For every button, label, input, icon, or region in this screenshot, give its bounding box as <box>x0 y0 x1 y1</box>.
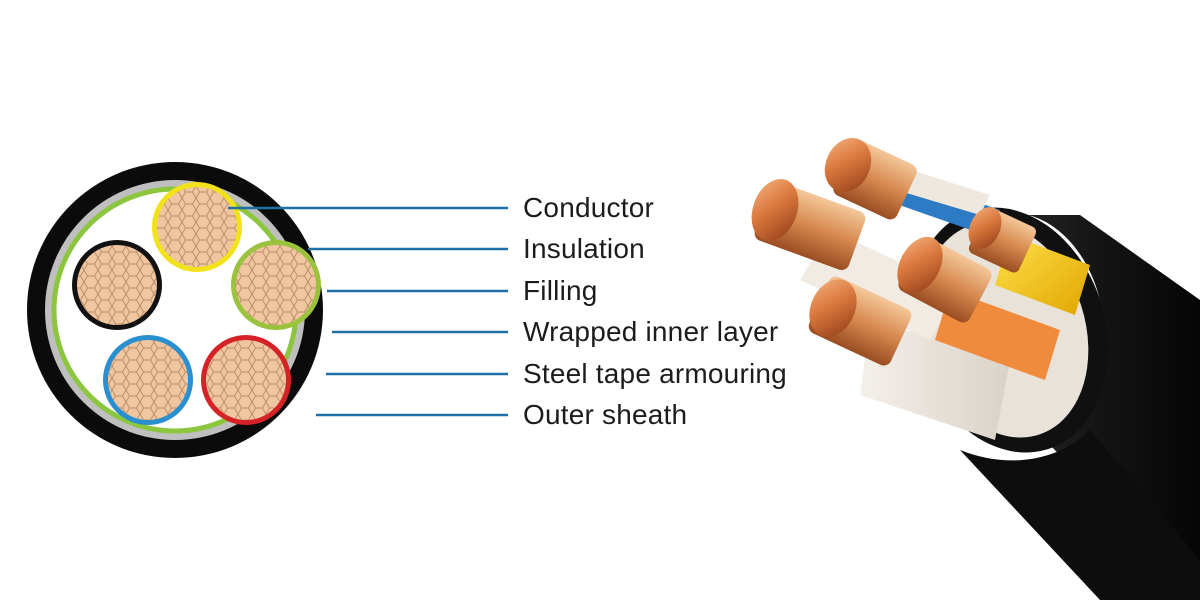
label-conductor: Conductor <box>523 192 654 223</box>
copper-strands <box>751 137 1036 366</box>
label-filling: Filling <box>523 275 598 306</box>
core-conductor-strands <box>206 340 286 420</box>
core-conductor-strands <box>77 245 157 325</box>
label-steel-tape-armouring: Steel tape armouring <box>523 358 787 389</box>
leader-lines <box>228 206 508 417</box>
core-conductor-strands <box>108 340 188 420</box>
label-outer-sheath: Outer sheath <box>523 399 688 430</box>
label-insulation: Insulation <box>523 233 645 264</box>
core-conductor-strands <box>157 187 237 267</box>
cable-sheath-body <box>960 430 1200 600</box>
label-wrapped-inner-layer: Wrapped inner layer <box>523 316 779 347</box>
cable-cross-section <box>27 162 323 458</box>
cable-end-illustration <box>751 137 1200 601</box>
conductor-cores <box>72 182 321 425</box>
core-conductor-strands <box>236 245 316 325</box>
